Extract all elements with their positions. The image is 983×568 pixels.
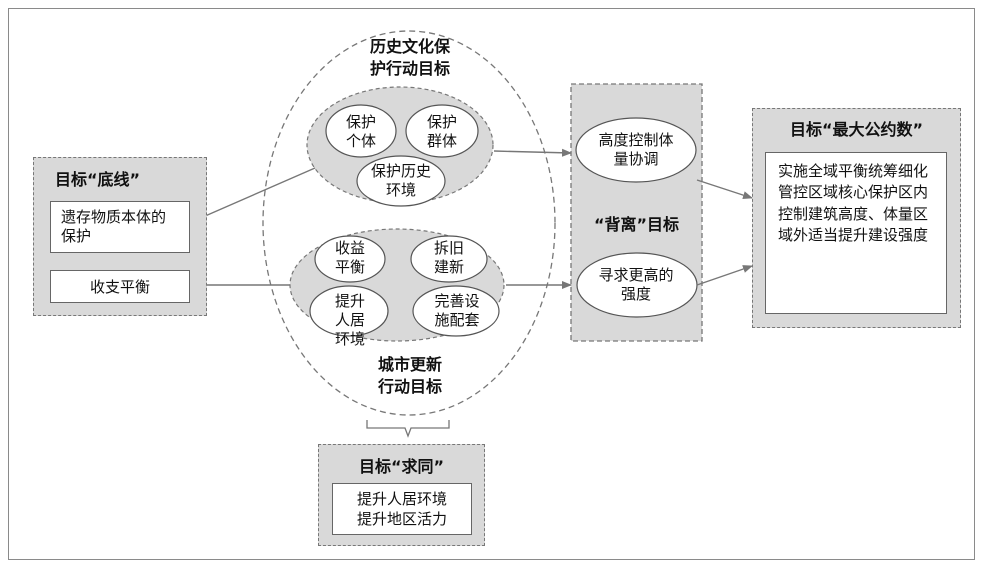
baseline-item-2-text: 收支平衡: [89, 278, 150, 296]
arrow-divergence-1-to-common: [696, 179, 753, 200]
urban-node-2-shape: [410, 235, 488, 283]
heritage-node-3-shape: [356, 155, 446, 207]
urban-node-4-shape: [412, 285, 500, 337]
urban-title-line-1: 城市更新: [377, 355, 442, 374]
urban-node-1-shape: [314, 235, 386, 283]
heritage-node-1-shape: [325, 104, 397, 158]
figure-frame: [8, 8, 975, 560]
brace: [366, 420, 450, 438]
divergence-node-1: 高度控制体量协调: [598, 131, 674, 168]
heritage-node-3: 保护历史环境: [370, 162, 431, 199]
arrow-heritage-to-divergence: [493, 148, 572, 157]
heritage-node-2: 保护群体: [426, 113, 457, 150]
common-line-2: 提升地区活力: [356, 510, 447, 528]
max-common-text: 实施全域平衡统筹细化管控区域核心保护区内控制建筑高度、体量区域外适当提升建设强度: [778, 162, 929, 244]
baseline-item-1: 遗存物质本体的保护: [50, 201, 190, 253]
arrow-heritage-to-baseline: [195, 167, 316, 221]
divergence-node-2: 寻求更高的强度: [598, 266, 674, 303]
max-common-title: 目标“最大公约数”: [789, 120, 924, 139]
heritage-title-line-2: 护行动目标: [369, 59, 450, 78]
arrow-divergence-2-to-common: [696, 265, 753, 286]
heritage-node-2-shape: [405, 104, 479, 158]
baseline-item-1-text: 遗存物质本体的保护: [61, 207, 167, 246]
urban-node-3-shape: [309, 285, 389, 337]
heritage-node-1: 保护个体: [345, 113, 376, 150]
common-line-1: 提升人居环境: [356, 489, 447, 508]
urban-node-1: 收益平衡: [334, 239, 365, 276]
urban-node-2: 拆旧建新: [433, 239, 464, 276]
divergence-title: “背离”目标: [593, 215, 680, 234]
common-panel: 提升人居环境 提升地区活力: [332, 483, 472, 535]
action-goals-outline: [262, 30, 556, 416]
common-title: 目标“求同”: [358, 457, 445, 476]
heritage-title-line-1: 历史文化保: [369, 37, 450, 56]
urban-title-line-2: 行动目标: [377, 377, 442, 396]
baseline-title: 目标“底线”: [55, 170, 141, 189]
urban-node-3: 提升人居环境: [334, 292, 365, 348]
divergence-node-1-shape: [575, 117, 697, 183]
baseline-item-2: 收支平衡: [50, 270, 190, 303]
urban-node-4: 完善设施配套: [434, 292, 480, 329]
max-common-panel: 实施全域平衡统筹细化管控区域核心保护区内控制建筑高度、体量区域外适当提升建设强度: [765, 152, 947, 314]
